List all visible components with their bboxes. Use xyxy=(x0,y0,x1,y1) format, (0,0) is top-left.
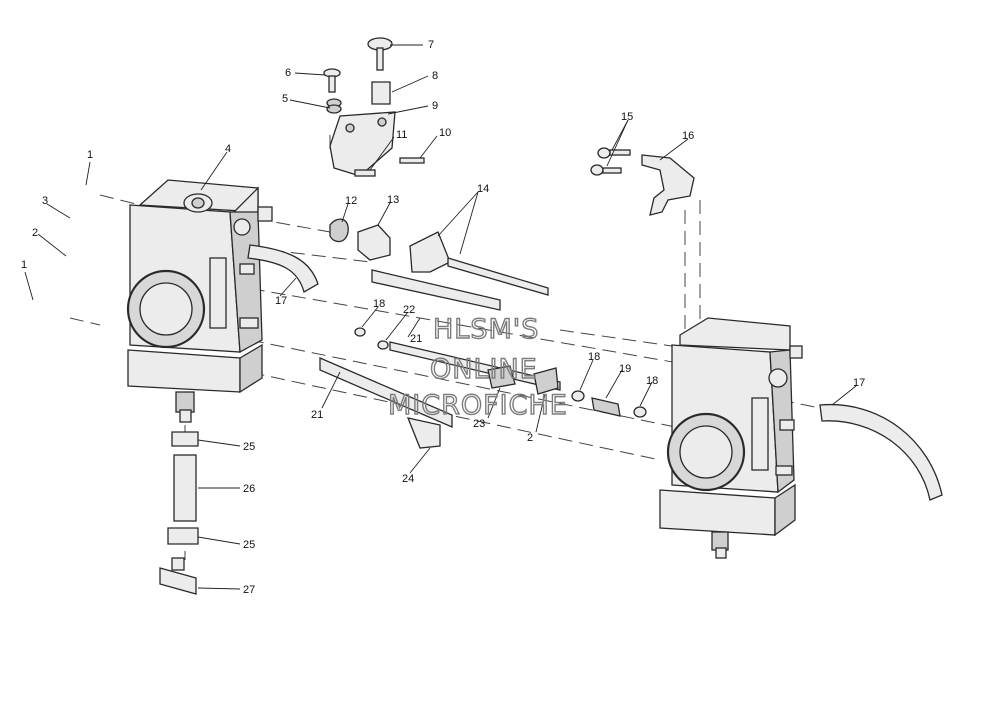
watermark-line-2: ONLINE xyxy=(430,354,538,385)
watermark: HLSM'S ONLINE MICROFICHE xyxy=(387,313,568,421)
callout-4: 4 xyxy=(225,143,231,155)
callout-8: 8 xyxy=(432,70,438,82)
callout-25a: 25 xyxy=(243,441,255,453)
callout-14: 14 xyxy=(477,183,489,195)
callout-17b: 17 xyxy=(853,377,865,389)
callout-12: 12 xyxy=(345,195,357,207)
callout-2b: 2 xyxy=(527,432,533,444)
callout-19: 19 xyxy=(619,363,631,375)
callout-16: 16 xyxy=(682,130,694,142)
callout-10: 10 xyxy=(439,127,451,139)
callout-13: 13 xyxy=(387,194,399,206)
callout-21a: 21 xyxy=(410,333,422,345)
callout-26: 26 xyxy=(243,483,255,495)
callout-7: 7 xyxy=(428,39,434,51)
callout-5: 5 xyxy=(282,93,288,105)
throttle-linkage xyxy=(319,218,647,449)
callout-labels: 1 1 2 2 3 4 5 6 7 8 9 10 11 12 13 14 15 … xyxy=(21,39,865,596)
right-carburetor xyxy=(659,317,803,559)
callout-23: 23 xyxy=(473,418,485,430)
callout-9: 9 xyxy=(432,100,438,112)
callout-21b: 21 xyxy=(311,409,323,421)
right-bracket xyxy=(590,147,695,216)
callout-1a: 1 xyxy=(87,149,93,161)
callout-15: 15 xyxy=(621,111,633,123)
callout-18c: 18 xyxy=(646,375,658,387)
callout-2a: 2 xyxy=(32,227,38,239)
callout-1b: 1 xyxy=(21,259,27,271)
callout-6: 6 xyxy=(285,67,291,79)
left-carburetor xyxy=(126,179,273,423)
fuel-hoses xyxy=(159,244,943,595)
leader-lines xyxy=(24,44,857,590)
mounting-hardware xyxy=(323,37,425,177)
callout-18a: 18 xyxy=(373,298,385,310)
watermark-line-1: HLSM'S xyxy=(433,314,539,345)
callout-18b: 18 xyxy=(588,351,600,363)
callout-25b: 25 xyxy=(243,539,255,551)
watermark-line-3: MICROFICHE xyxy=(388,390,568,421)
callout-11: 11 xyxy=(396,129,407,141)
callout-24: 24 xyxy=(402,473,414,485)
callout-22: 22 xyxy=(403,304,415,316)
callout-27: 27 xyxy=(243,584,255,596)
callout-3: 3 xyxy=(42,195,48,207)
callout-17a: 17 xyxy=(275,295,287,307)
